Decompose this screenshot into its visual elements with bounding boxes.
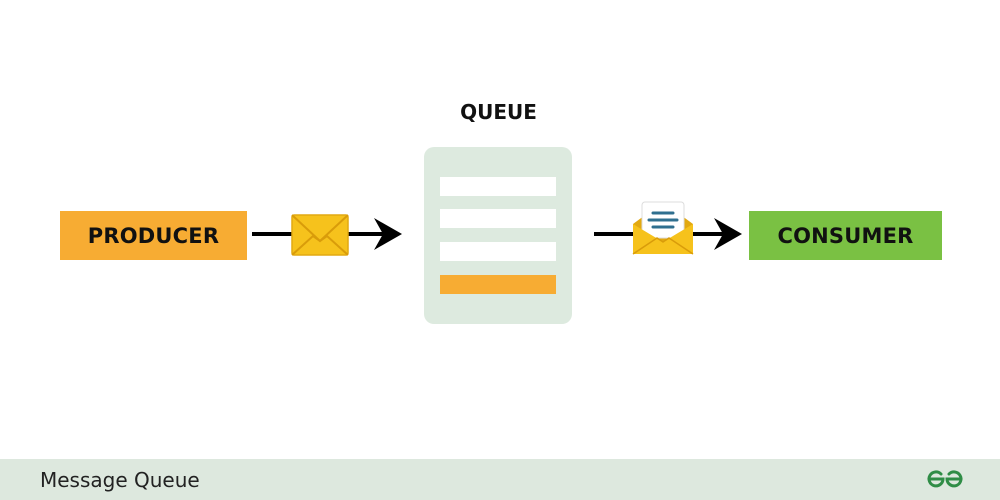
footer-caption: Message Queue <box>40 468 200 492</box>
queue-slot-active <box>440 275 556 294</box>
consumer-box: CONSUMER <box>749 211 942 260</box>
footer-bar <box>0 459 1000 500</box>
queue-title: QUEUE <box>460 100 537 124</box>
queue-slot <box>440 242 556 261</box>
producer-box: PRODUCER <box>60 211 247 260</box>
producer-label: PRODUCER <box>87 223 220 248</box>
closed-envelope-icon <box>291 214 349 256</box>
open-envelope-icon <box>632 201 694 255</box>
queue-box <box>424 147 572 324</box>
consumer-label: CONSUMER <box>777 223 914 248</box>
queue-slot <box>440 209 556 228</box>
gfg-logo-icon <box>927 470 963 488</box>
queue-slot <box>440 177 556 196</box>
